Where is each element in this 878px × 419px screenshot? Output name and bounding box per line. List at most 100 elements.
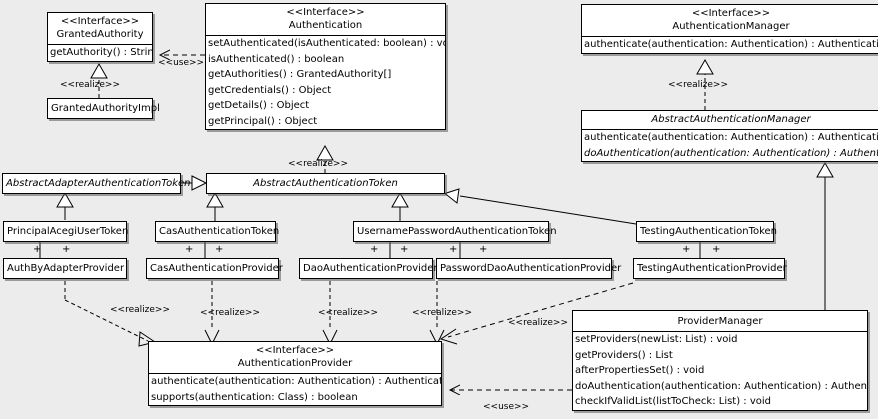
class-testing-authentication-token[interactable]: TestingAuthenticationToken — [636, 221, 778, 242]
class-member: doAuthentication(authentication: Authent… — [575, 380, 867, 392]
class-stereotype: <<Interface>> — [691, 8, 771, 19]
class-name: DaoAuthenticationProvider — [303, 263, 438, 274]
class-name: AuthenticationProvider — [237, 358, 353, 369]
class-member: doAuthentication(authentication: Authent… — [584, 147, 878, 159]
class-password-dao-authentication-provider[interactable]: PasswordDaoAuthenticationProvider — [436, 258, 622, 279]
association-plus-mark: + — [682, 244, 691, 255]
class-cas-authentication-token[interactable]: CasAuthenticationToken — [155, 221, 280, 242]
association-plus-mark: + — [62, 244, 71, 255]
methods-compartment: setProviders(newList: List) : void getPr… — [573, 331, 867, 410]
class-abstract-adapter-authentication-token[interactable]: AbstractAdapterAuthenticationToken — [2, 173, 191, 194]
class-testing-authentication-provider[interactable]: TestingAuthenticationProvider — [633, 258, 787, 279]
class-member: setProviders(newList: List) : void — [575, 334, 738, 345]
class-name: CasAuthenticationProvider — [150, 263, 283, 274]
edge-label-realize-authentication-manager: <<realize>> — [668, 80, 728, 90]
class-header: <<Interface>> AuthenticationProvider — [149, 342, 441, 373]
class-header: AbstractAdapterAuthenticationToken — [3, 174, 191, 193]
methods-compartment: authenticate(authentication: Authenticat… — [582, 36, 878, 53]
methods-compartment: getAuthority() : String — [48, 44, 152, 61]
class-abstract-authentication-manager[interactable]: AbstractAuthenticationManager authentica… — [581, 110, 878, 162]
class-authentication-provider[interactable]: <<Interface>> AuthenticationProvider aut… — [148, 341, 442, 406]
class-stereotype: <<Interface>> — [255, 345, 335, 356]
class-header: <<Interface>> Authentication — [206, 4, 445, 35]
class-name: CasAuthenticationToken — [159, 226, 280, 237]
class-member: getProviders() : List — [575, 349, 673, 361]
class-member: authenticate(authentication: Authenticat… — [584, 132, 878, 143]
class-member: isAuthenticated() : boolean — [208, 53, 345, 65]
class-member: getAuthorities() : GrantedAuthority[] — [208, 69, 392, 80]
class-name: AuthByAdapterProvider — [7, 263, 125, 274]
class-abstract-authentication-token[interactable]: AbstractAuthenticationToken — [206, 173, 445, 194]
class-header: TestingAuthenticationProvider — [634, 259, 787, 278]
class-granted-authority-impl[interactable]: GrantedAuthorityImpl — [47, 98, 160, 119]
class-header: ProviderManager — [573, 311, 867, 331]
class-name: AuthenticationManager — [672, 21, 790, 32]
class-member: getAuthority() : String — [50, 47, 152, 58]
class-auth-by-adapter-provider[interactable]: AuthByAdapterProvider — [3, 258, 127, 279]
association-plus-mark: + — [400, 244, 409, 255]
class-member: authenticate(authentication: Authenticat… — [151, 376, 441, 387]
edge-label-realize-authentication: <<realize>> — [288, 159, 348, 169]
class-name: AbstractAuthenticationToken — [253, 178, 398, 189]
class-name: GrantedAuthority — [56, 29, 144, 40]
class-header: CasAuthenticationProvider — [147, 259, 283, 278]
class-header: AbstractAuthenticationManager — [582, 111, 878, 129]
association-plus-mark: + — [370, 244, 379, 255]
class-username-password-authentication-token[interactable]: UsernamePasswordAuthenticationToken — [353, 221, 557, 242]
class-authentication[interactable]: <<Interface>> Authentication setAuthenti… — [205, 3, 446, 130]
association-plus-mark: + — [712, 244, 721, 255]
class-name: AbstractAdapterAuthenticationToken — [6, 178, 191, 189]
class-member: getPrincipal() : Object — [208, 115, 318, 127]
class-principal-acegi-user-token[interactable]: PrincipalAcegiUserToken — [3, 221, 129, 242]
association-plus-mark: + — [185, 244, 194, 255]
class-member: checkIfValidList(listToCheck: List) : vo… — [575, 396, 772, 407]
class-header: UsernamePasswordAuthenticationToken — [354, 222, 557, 241]
methods-compartment: authenticate(authentication: Authenticat… — [149, 373, 441, 405]
class-dao-authentication-provider[interactable]: DaoAuthenticationProvider — [299, 258, 438, 279]
class-member: authenticate(authentication: Authenticat… — [584, 39, 878, 50]
class-header: PrincipalAcegiUserToken — [4, 222, 129, 241]
class-name: PasswordDaoAuthenticationProvider — [440, 263, 622, 274]
class-header: AbstractAuthenticationToken — [207, 174, 444, 193]
edge-label-realize-testing-provider: <<realize>> — [508, 318, 568, 328]
association-plus-mark: + — [33, 244, 42, 255]
class-header: PasswordDaoAuthenticationProvider — [437, 259, 622, 278]
class-cas-authentication-provider[interactable]: CasAuthenticationProvider — [146, 258, 283, 279]
edge-label-use-granted-authority: <<use>> — [158, 58, 205, 68]
class-member: setAuthenticated(isAuthenticated: boolea… — [208, 38, 445, 49]
class-header: AuthByAdapterProvider — [4, 259, 126, 278]
class-member: supports(authentication: Class) : boolea… — [151, 391, 358, 403]
class-header: <<Interface>> GrantedAuthority — [48, 13, 152, 44]
class-header: CasAuthenticationToken — [156, 222, 280, 241]
edge-label-realize-password-dao-provider: <<realize>> — [412, 308, 472, 318]
class-name: PrincipalAcegiUserToken — [7, 226, 129, 237]
class-header: TestingAuthenticationToken — [637, 222, 778, 241]
class-member: afterPropertiesSet() : void — [575, 365, 705, 376]
class-name: UsernamePasswordAuthenticationToken — [357, 226, 557, 237]
class-name: Authentication — [288, 20, 363, 31]
edge-label-realize-granted-authority-impl: <<realize>> — [60, 80, 120, 90]
class-authentication-manager[interactable]: <<Interface>> AuthenticationManager auth… — [581, 4, 878, 54]
edge-label-realize-dao-provider: <<realize>> — [318, 308, 378, 318]
edge-label-realize-auth-by-adapter: <<realize>> — [110, 305, 170, 315]
methods-compartment: setAuthenticated(isAuthenticated: boolea… — [206, 35, 445, 129]
class-member: getCredentials() : Object — [208, 84, 332, 96]
association-plus-mark: + — [449, 244, 458, 255]
class-name: TestingAuthenticationProvider — [637, 263, 787, 274]
edge-label-realize-cas-provider: <<realize>> — [200, 308, 260, 318]
methods-compartment: authenticate(authentication: Authenticat… — [582, 129, 878, 161]
class-provider-manager[interactable]: ProviderManager setProviders(newList: Li… — [572, 310, 868, 411]
class-member: getDetails() : Object — [208, 100, 310, 111]
class-header: <<Interface>> AuthenticationManager — [582, 5, 878, 36]
edge-label-use-provider-manager: <<use>> — [483, 402, 530, 412]
class-name: ProviderManager — [677, 316, 763, 327]
class-name: AbstractAuthenticationManager — [651, 114, 811, 125]
class-header: GrantedAuthorityImpl — [48, 99, 160, 118]
association-plus-mark: + — [215, 244, 224, 255]
class-stereotype: <<Interface>> — [286, 7, 365, 18]
association-plus-mark: + — [479, 244, 488, 255]
class-name: TestingAuthenticationToken — [640, 226, 778, 237]
class-granted-authority[interactable]: <<Interface>> GrantedAuthority getAuthor… — [47, 12, 153, 62]
class-name: GrantedAuthorityImpl — [51, 103, 160, 114]
